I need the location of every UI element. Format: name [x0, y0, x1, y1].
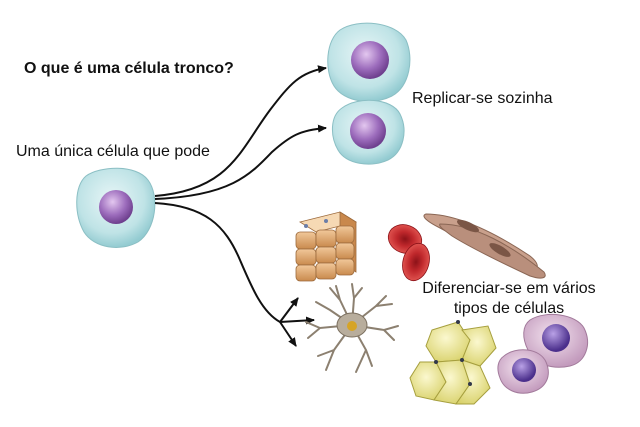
- diagram-title: O que é uma célula tronco?: [24, 60, 234, 77]
- arrow-icon: [279, 321, 297, 347]
- stem-cell-icon: [327, 22, 411, 102]
- epithelial-tissue-icon: [295, 211, 358, 282]
- smooth-muscle-cell-icon: [423, 213, 546, 279]
- self-renewal-label: Replicar-se sozinha: [412, 90, 553, 107]
- stem-cell-icon: [332, 99, 405, 165]
- neuron-icon: [305, 283, 399, 373]
- single-cell-label: Uma única célula que pode: [16, 143, 210, 160]
- stem-cell-icon: [76, 167, 156, 248]
- differentiation-label: Diferenciar-se em vários tipos de célula…: [422, 280, 596, 317]
- arrow-icon: [154, 124, 327, 200]
- arrow-icon: [279, 316, 315, 325]
- red-blood-cell-icon: [387, 224, 430, 282]
- arrow-icon: [279, 297, 299, 323]
- fat-cell-icon: [409, 320, 497, 405]
- white-blood-cell-icon: [497, 349, 549, 394]
- arrow-icon: [154, 202, 281, 323]
- arrow-icon: [154, 65, 327, 197]
